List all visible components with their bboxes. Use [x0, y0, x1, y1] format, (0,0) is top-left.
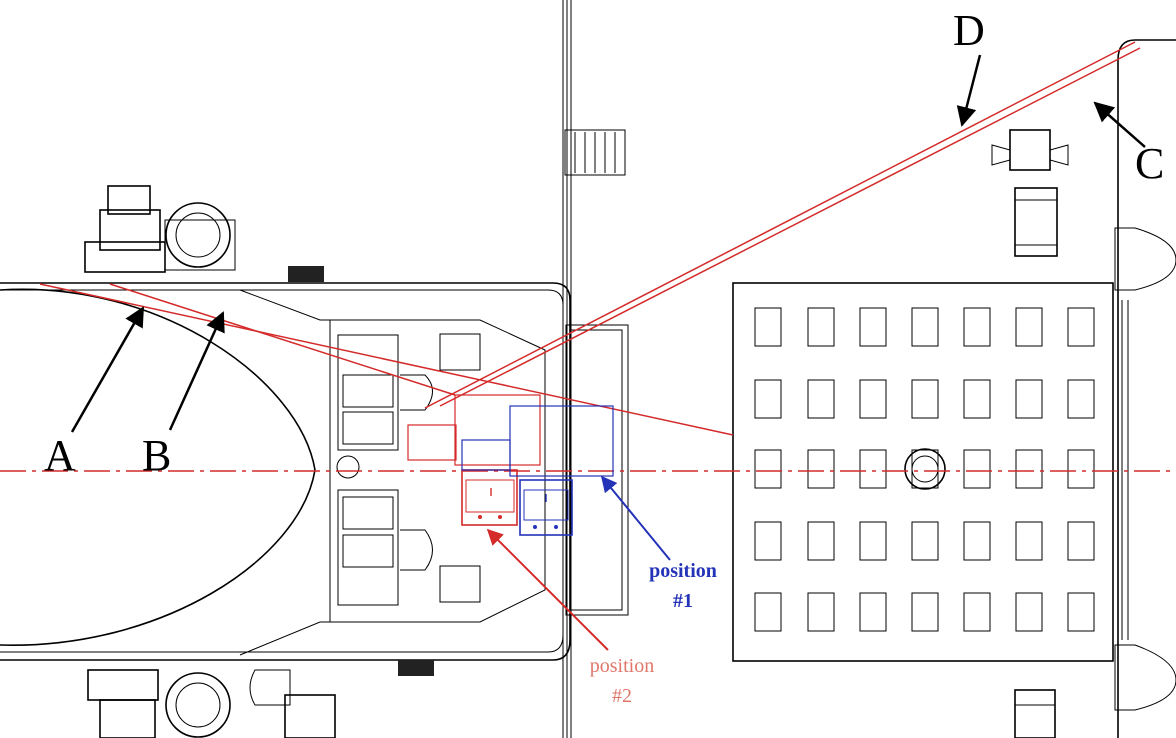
center-hatch-inner [911, 455, 939, 483]
hatch-cell [807, 449, 835, 489]
hatch-cell [911, 521, 939, 561]
hatch-cell [1015, 449, 1043, 489]
hatch-cell [1067, 379, 1095, 419]
hatch-cell [963, 307, 991, 347]
hatch-cell [859, 521, 887, 561]
hatch-cell [911, 592, 939, 632]
position-1-label-word: position [649, 560, 717, 582]
hatch-cell [911, 379, 939, 419]
hatch-cell [1067, 592, 1095, 632]
hatch-cell [1015, 379, 1043, 419]
hatch-cell [807, 592, 835, 632]
callout-arrows [70, 54, 1146, 651]
hatch-cell [754, 449, 782, 489]
hatch-cell [1015, 307, 1043, 347]
lines-c-d [424, 41, 1141, 409]
label-d: D [953, 6, 985, 55]
position-1-label-num: #1 [673, 590, 693, 612]
hatch-cell [807, 521, 835, 561]
hatch-cell [859, 379, 887, 419]
hatch-cell [963, 521, 991, 561]
label-c: C [1135, 139, 1164, 188]
hatch-cell [807, 379, 835, 419]
hatch-cell [754, 307, 782, 347]
position-2-label-num: #2 [612, 685, 632, 707]
hatch-cell [754, 592, 782, 632]
position-1-unit [461, 405, 614, 536]
hatch-cell [859, 449, 887, 489]
quay-wall [562, 0, 629, 738]
hatch-cell [963, 449, 991, 489]
center-hatch-ring [904, 448, 946, 490]
hatch-cell [807, 307, 835, 347]
hatch-cell [1067, 307, 1095, 347]
hatch-cell [1067, 521, 1095, 561]
hatch-cell [859, 307, 887, 347]
hatch-cell [1067, 449, 1095, 489]
label-a: A [44, 431, 76, 480]
position-2-label-word: position [590, 655, 654, 677]
barge-platform [732, 282, 1114, 662]
hatch-cell [963, 379, 991, 419]
hatch-cell [963, 592, 991, 632]
position-2-unit [407, 394, 541, 526]
deck-machinery [84, 185, 336, 738]
label-b: B [142, 431, 171, 480]
barge-outline [732, 282, 1114, 662]
hatch-cell [911, 307, 939, 347]
hatch-cell [754, 379, 782, 419]
hatch-cell [754, 521, 782, 561]
lines-a-b [39, 283, 734, 436]
hatch-cell [1015, 592, 1043, 632]
hatch-cell [859, 592, 887, 632]
hatch-cell [1015, 521, 1043, 561]
